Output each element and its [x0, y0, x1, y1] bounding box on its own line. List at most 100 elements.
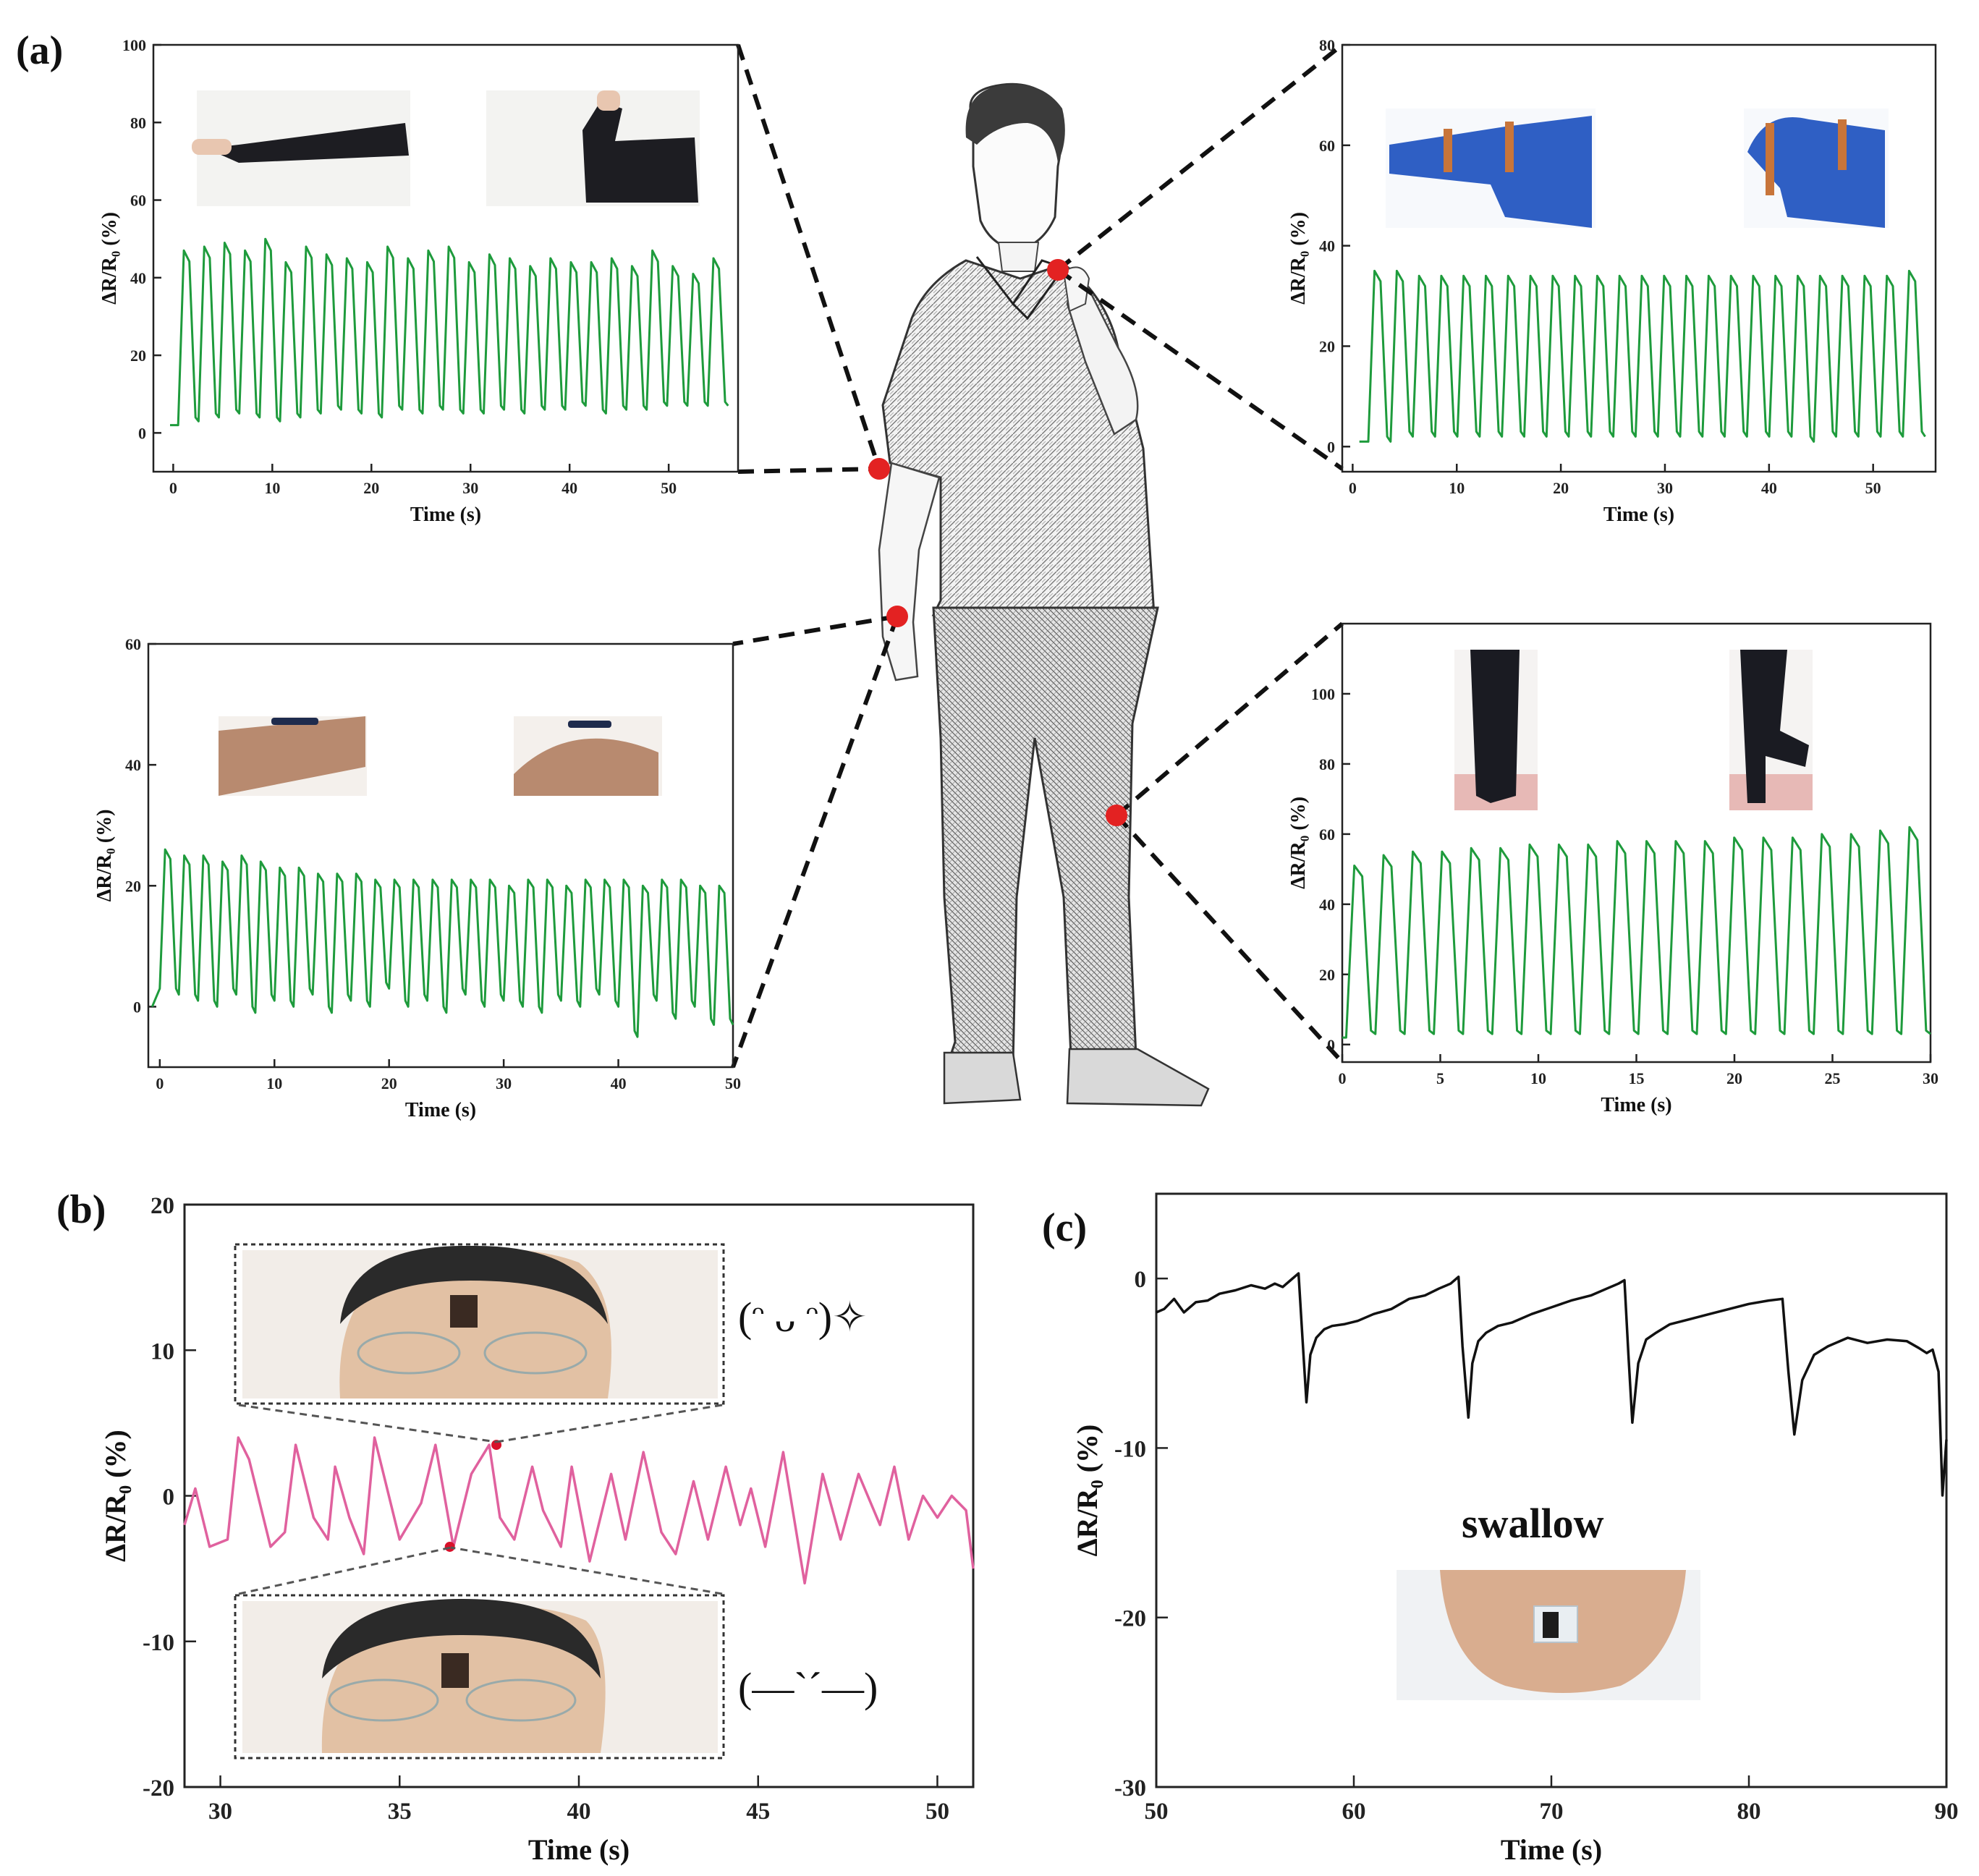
y-tick-label: 80	[1319, 36, 1335, 54]
y-tick-label: 60	[130, 192, 146, 210]
y-tick-label: 20	[1319, 337, 1335, 355]
x-tick-label: 10	[264, 479, 280, 497]
connector-wrist-top	[732, 614, 898, 646]
connector-wrist-bottom	[731, 615, 899, 1069]
series-line-eye	[183, 1436, 975, 1585]
y-tick-label: 20	[130, 347, 146, 365]
y-tick-label: 40	[1319, 896, 1335, 914]
x-axis-label: Time (s)	[410, 504, 481, 526]
x-tick-label: 70	[1540, 1799, 1564, 1825]
connector-knee-bottom	[1114, 813, 1344, 1064]
series-line-finger	[1359, 269, 1926, 443]
x-tick-label: 30	[462, 479, 478, 497]
photo-leg-bent	[1729, 650, 1813, 810]
y-axis-label: ΔR/R₀ (%)	[1071, 1425, 1103, 1557]
swallow-label: swallow	[1462, 1500, 1604, 1547]
y-axis-label: ΔR/R₀ (%)	[1287, 212, 1310, 305]
x-tick-label: 20	[1553, 479, 1569, 497]
x-tick-label: 30	[208, 1799, 232, 1825]
photo-face-frowning	[234, 1594, 725, 1760]
y-tick-label: 20	[1319, 966, 1335, 984]
plot-frame	[147, 642, 734, 1069]
y-tick-label: 100	[122, 36, 146, 54]
x-tick-label: 40	[611, 1074, 627, 1092]
x-tick-label: 60	[1342, 1799, 1366, 1825]
y-tick-label: 40	[130, 269, 146, 287]
photo-leg-straight	[1454, 650, 1538, 810]
y-tick-label: 20	[151, 1193, 174, 1219]
x-tick-label: 0	[156, 1074, 164, 1092]
series-line-wrist	[151, 848, 734, 1038]
x-tick-label: 40	[562, 479, 577, 497]
x-axis-label: Time (s)	[1603, 504, 1674, 526]
x-tick-label: 50	[1145, 1799, 1169, 1825]
x-tick-label: 40	[567, 1799, 591, 1825]
y-tick-label: 0	[133, 998, 141, 1016]
connector-knee-top	[1115, 621, 1344, 818]
x-tick-label: 0	[169, 479, 177, 497]
panel-label-a: (a)	[16, 28, 63, 73]
x-axis-label: Time (s)	[528, 1833, 630, 1866]
y-tick-label: 40	[1319, 237, 1335, 255]
y-tick-label: 80	[1319, 755, 1335, 773]
y-axis-label: ΔR/R₀ (%)	[93, 810, 116, 902]
x-tick-label: 30	[1923, 1069, 1938, 1087]
connector-finger-top	[1056, 43, 1344, 272]
panel-label-c: (c)	[1042, 1205, 1087, 1250]
x-tick-label: 50	[925, 1799, 949, 1825]
eye-zoom-lines	[238, 1404, 723, 1595]
y-tick-label: 60	[1319, 137, 1335, 155]
y-tick-label: 10	[151, 1338, 174, 1364]
photo-wrist-straight	[219, 716, 367, 796]
y-tick-label: -20	[1114, 1606, 1146, 1632]
x-tick-label: 10	[1449, 479, 1465, 497]
y-tick-label: 0	[1135, 1267, 1147, 1293]
photo-neck-sensor	[1397, 1570, 1700, 1700]
x-tick-label: 15	[1629, 1069, 1645, 1087]
emoticon-smile: (ᵔ ᴗ ᵔ)✧	[738, 1294, 868, 1341]
trousers	[932, 606, 1159, 1065]
series-line-swallow	[1156, 1272, 1948, 1497]
sensor-dot-knee	[1106, 805, 1127, 826]
y-tick-label: 80	[130, 114, 146, 132]
sensor-dot-finger	[1047, 259, 1069, 281]
y-tick-label: -20	[143, 1775, 174, 1801]
photo-finger-straight	[1386, 109, 1596, 228]
photo-wrist-bent	[514, 716, 662, 796]
left-shoe	[943, 1051, 1022, 1105]
connector-lines	[731, 43, 1344, 1069]
emoticon-frown: (—`´—)	[738, 1664, 878, 1711]
x-axis-label: Time (s)	[405, 1099, 476, 1121]
x-tick-label: 20	[1726, 1069, 1742, 1087]
x-tick-label: 50	[1865, 479, 1881, 497]
series-line-elbow	[170, 237, 729, 427]
y-tick-label: 40	[125, 756, 141, 774]
human-figure-illustration	[878, 82, 1210, 1107]
hair	[965, 84, 1065, 163]
neck	[997, 242, 1040, 272]
y-axis-label: ΔR/R₀ (%)	[99, 1430, 132, 1562]
x-tick-label: 90	[1935, 1799, 1959, 1825]
x-tick-label: 10	[266, 1074, 282, 1092]
y-tick-label: 0	[1327, 1036, 1335, 1054]
x-tick-label: 20	[381, 1074, 397, 1092]
plot-frame	[152, 43, 740, 473]
x-tick-label: 25	[1825, 1069, 1841, 1087]
plot-frame	[1341, 43, 1937, 473]
y-tick-label: 0	[163, 1485, 175, 1511]
x-axis-label: Time (s)	[1501, 1833, 1602, 1866]
y-tick-label: 0	[1327, 438, 1335, 456]
series-line-knee	[1342, 825, 1931, 1039]
x-tick-label: 30	[496, 1074, 512, 1092]
x-tick-label: 45	[746, 1799, 770, 1825]
shirt	[881, 259, 1156, 616]
photo-arm-bent	[486, 90, 700, 206]
x-tick-label: 50	[725, 1074, 741, 1092]
connector-finger-bottom	[1056, 268, 1344, 471]
